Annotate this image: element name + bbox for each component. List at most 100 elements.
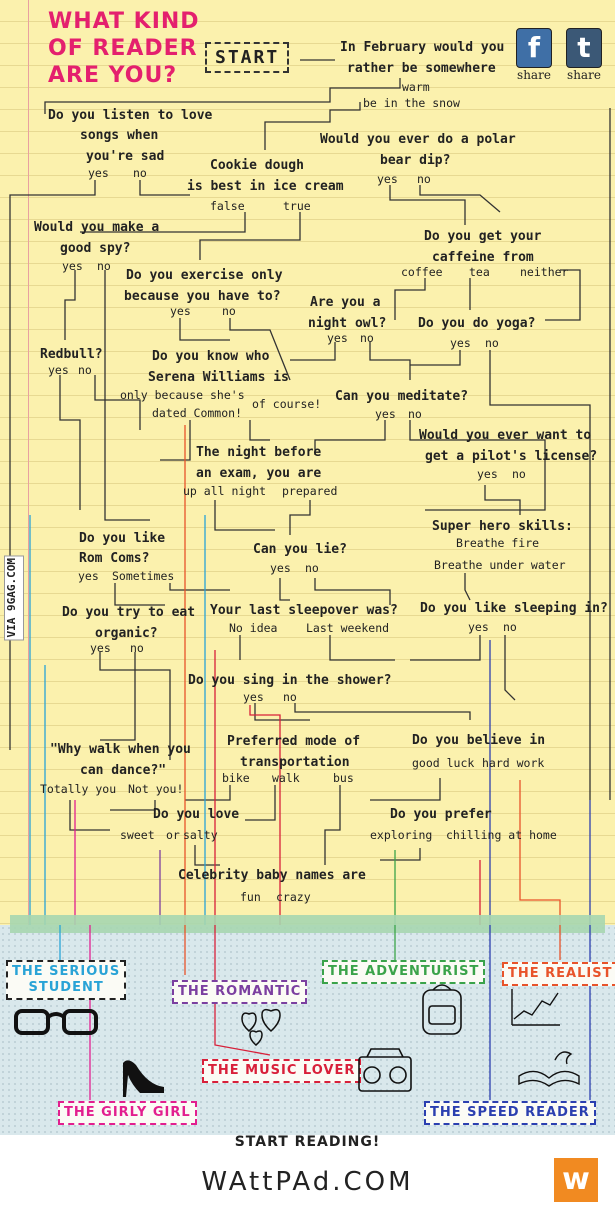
answer-no: no [222,304,236,318]
wattpad-site-link[interactable]: WAttPAd.COM [201,1167,414,1197]
answer-exploring: exploring [370,828,433,842]
q-sleeping-in: Do you like sleeping in? [420,601,608,616]
answer-prepared: prepared [282,484,338,498]
q-spy-line2: good spy? [60,241,131,256]
q-sleepover: Your last sleepover was? [210,603,398,618]
result-girly-girl: THE GIRLY GIRL [58,1101,197,1125]
answer-yes: yes [78,569,99,583]
q-caffeine-line2: caffeine from [432,250,534,265]
start-reading-label: START READING! [234,1134,381,1150]
result-serious-student: THE SERIOUS STUDENT [6,960,127,1000]
q-yoga: Do you do yoga? [418,316,536,331]
q-transportation-line2: transportation [240,755,350,770]
answer-no: no [360,331,374,345]
answer-no: no [78,363,92,377]
answer-coffee: coffee [401,265,443,279]
answer-good-luck: good luck [412,756,475,770]
q-rom-coms: Do you like [79,531,166,546]
answer-walk: walk [272,771,300,785]
q-love-songs-line2: songs when [80,128,159,143]
answer-no: no [408,407,422,421]
flowchart-arrows [9,59,611,925]
open-book-icon [518,1051,580,1087]
answer-bike: bike [222,771,250,785]
margin-line [28,0,29,925]
q-february-line2: rather be somewhere [347,61,496,76]
answer-neither: neither [520,265,569,279]
answer-yes: yes [270,561,291,575]
q-serena: Do you know who [152,349,270,364]
result-adventurist: THE ADVENTURIST [322,960,486,984]
answer-dated-common: only because she's [120,388,245,402]
answer-of-course: of course! [252,397,322,411]
answer-yes: yes [377,172,398,186]
q-prefer: Do you prefer [390,807,492,822]
q-exercise-line2: because you have to? [124,289,281,304]
answer-no: no [130,641,144,655]
q-night-owl-line2: night owl? [308,316,387,331]
facebook-share-button[interactable]: f share [514,28,554,82]
result-music-lover: THE MUSIC LOVER [202,1059,362,1083]
q-cookie-dough-line2: is best in ice cream [187,179,344,194]
answer-yes: yes [170,304,191,318]
answer-sometimes: Sometimes [112,569,175,583]
answer-yes: yes [450,336,471,350]
answer-no: no [133,166,147,180]
share-label: share [517,68,551,82]
page-title: WHAT KIND OF READER ARE YOU? [48,9,200,88]
answer-no: no [283,690,297,704]
answer-salty: salty [183,828,218,842]
answer-no: no [485,336,499,350]
notebook-paper [0,0,615,925]
q-polar-bear-line2: bear dip? [380,153,451,168]
boombox-icon [358,1048,412,1092]
answer-no-idea: No idea [229,621,278,635]
result-serious-student-line1: THE SERIOUS [12,964,121,979]
tumblr-share-button[interactable]: t share [564,28,604,82]
q-spy: Would you make a [34,220,160,235]
answer-or: or [166,828,180,842]
q-organic-line2: organic? [95,626,158,641]
answer-bus: bus [333,771,354,785]
answer-no: no [305,561,319,575]
result-romantic: THE ROMANTIC [172,980,308,1004]
q-redbull: Redbull? [40,347,103,362]
answer-yes: yes [48,363,69,377]
answer-sweet: sweet [120,828,155,842]
answer-last-weekend: Last weekend [306,621,390,635]
result-speed-reader: THE SPEED READER [424,1101,596,1125]
answer-up-all-night: up all night [183,484,267,498]
answer-false: false [210,199,245,213]
start-label: START [205,42,290,73]
answer-breathe-fire: Breathe fire [456,536,540,550]
via-9gag-label: VIA 9GAG.COM [4,555,24,641]
answer-yes: yes [243,690,264,704]
q-caffeine: Do you get your [424,229,542,244]
answer-totally-you: Totally you [40,782,117,796]
answer-crazy: crazy [276,890,311,904]
answer-not-you: Not you! [128,782,184,796]
answer-yes: yes [468,620,489,634]
chart-icon [511,989,560,1026]
answer-no: no [512,467,526,481]
result-realist: THE REALIST [502,962,615,986]
q-can-you-lie: Can you lie? [253,542,347,557]
q-walk-dance: "Why walk when you [50,742,191,757]
answer-breathe-under-water: Breathe under water [434,558,566,572]
answer-no: no [417,172,431,186]
answer-yes: yes [88,166,109,180]
footer [0,1135,615,1221]
q-love-songs-line3: you're sad [86,149,165,164]
q-exam: The night before [196,445,322,460]
q-love-songs: Do you listen to love [48,108,213,123]
q-polar-bear: Would you ever do a polar [320,132,516,147]
high-heel-icon [123,1060,164,1097]
answer-chilling-at-home: chilling at home [446,828,557,842]
q-meditate: Can you meditate? [335,389,469,404]
answer-yes: yes [327,331,348,345]
answer-yes: yes [477,467,498,481]
share-label: share [567,68,601,82]
tape-strip [10,915,605,933]
backpack-icon [422,984,462,1035]
glasses-icon [14,1009,98,1035]
